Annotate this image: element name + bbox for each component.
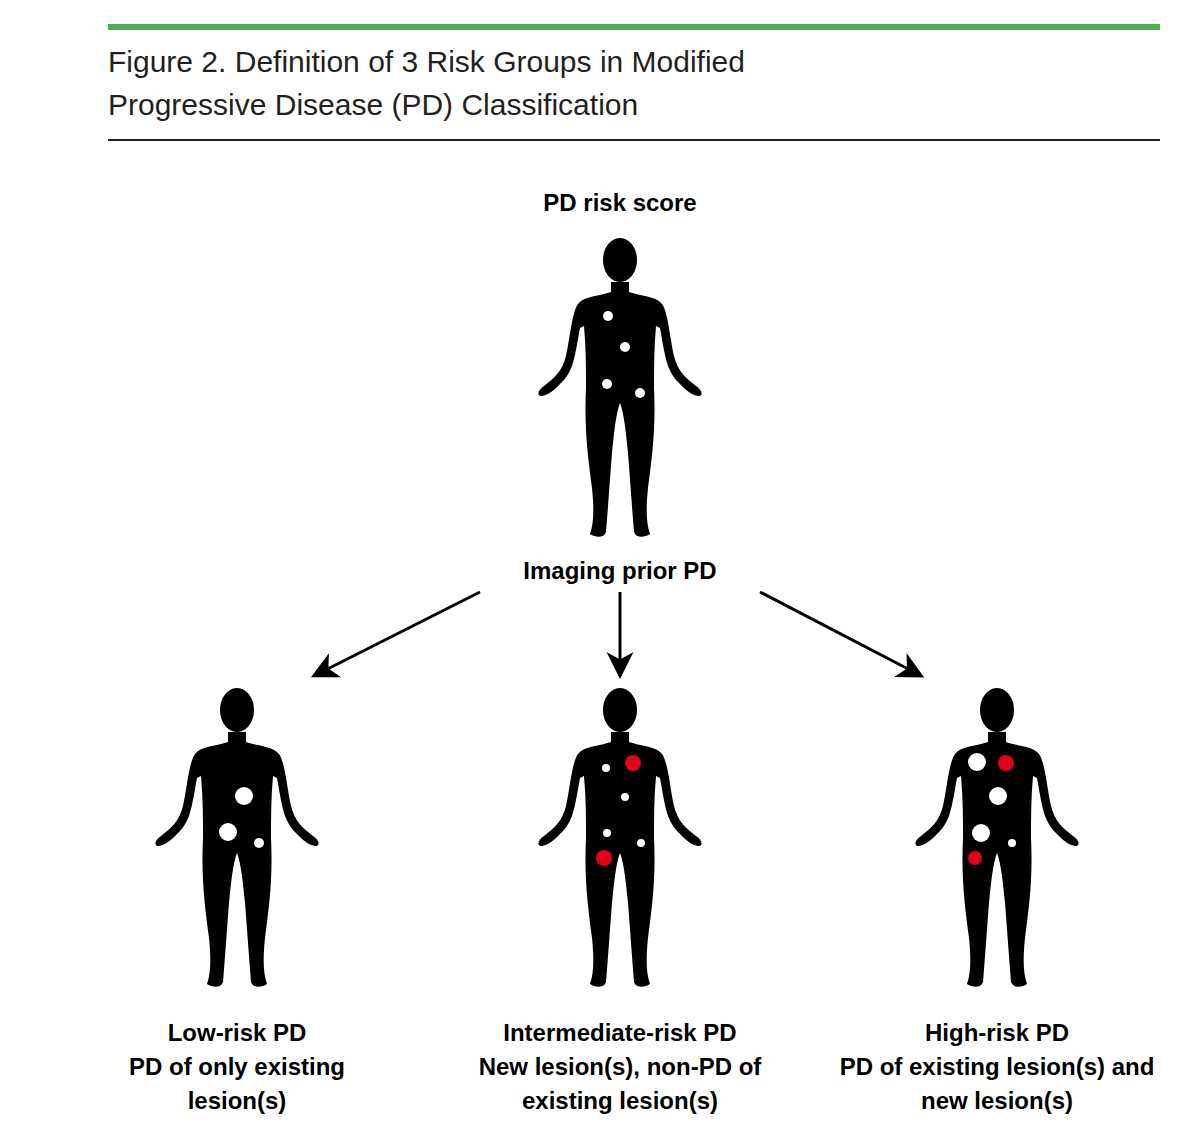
figure-intermediate [538,688,701,987]
arrow-connector [314,592,480,676]
root-figure-node: PD risk scoreImaging prior PD [470,186,770,588]
figure-top [538,238,701,537]
figure-low [155,688,318,987]
node-heading: High-risk PD [822,1016,1172,1050]
node-description: PD of existing lesion(s) and new lesion(… [822,1050,1172,1118]
risk-group-node: High-risk PDPD of existing lesion(s) and… [822,680,1172,1118]
arrow-connector [619,592,622,676]
figure-high [915,688,1078,987]
node-heading: PD risk score [470,186,770,220]
title-rule [108,139,1160,141]
node-description: Imaging prior PD [470,554,770,588]
node-heading: Intermediate-risk PD [465,1016,775,1050]
node-description: New lesion(s), non-PD of existing lesion… [465,1050,775,1118]
top-green-bar [108,24,1160,30]
risk-group-node: Intermediate-risk PDNew lesion(s), non-P… [465,680,775,1118]
risk-group-node: Low-risk PDPD of only existing lesion(s) [87,680,387,1118]
node-description: PD of only existing lesion(s) [87,1050,387,1118]
figure-title: Figure 2. Definition of 3 Risk Groups in… [108,40,908,126]
arrow-connector [760,592,922,676]
node-heading: Low-risk PD [87,1016,387,1050]
